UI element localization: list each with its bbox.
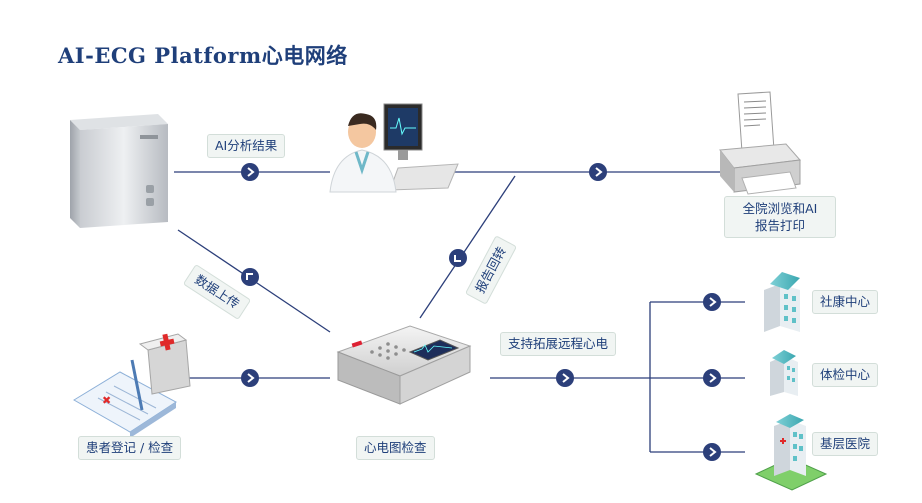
arrow-circle-icon [589,163,607,181]
arrow-circle-icon [241,369,259,387]
diagram-title: AI-ECG Platform心电网络 [58,43,348,68]
arrow-circle-icon [449,249,467,267]
arrow-markers [241,163,721,461]
label-print-line1: 全院浏览和AI [742,201,818,216]
svg-text:✖: ✖ [102,394,111,407]
label-ai-result: AI分析结果 [207,134,286,158]
label-physical-exam: 体检中心 [812,363,879,387]
label-community: 社康中心 [812,290,879,314]
doctor-workstation-icon [329,103,459,193]
arrow-circle-icon [703,293,721,311]
ecg-device-icon [336,325,472,405]
arrow-circle-icon [556,369,574,387]
label-ecg-exam: 心电图检查 [356,436,435,460]
label-print: 全院浏览和AI 报告打印 [724,196,836,238]
label-registration: 患者登记 / 检查 [78,436,182,460]
building-icon [764,272,800,332]
label-primary-hospital: 基层医院 [812,432,879,456]
label-remote-support: 支持拓展远程心电 [500,332,617,356]
connection-lines [174,171,745,453]
printer-icon [719,91,801,195]
server-icon [70,114,168,228]
arrow-circle-icon [241,268,259,286]
hospital-icon [754,414,828,491]
label-print-line2: 报告打印 [754,218,805,233]
arrow-circle-icon [703,443,721,461]
building-icon [770,350,798,396]
arrow-circle-icon [703,369,721,387]
arrow-circle-icon [241,163,259,181]
registration-icon: ✖ [73,333,191,438]
line-device-return [419,175,516,319]
